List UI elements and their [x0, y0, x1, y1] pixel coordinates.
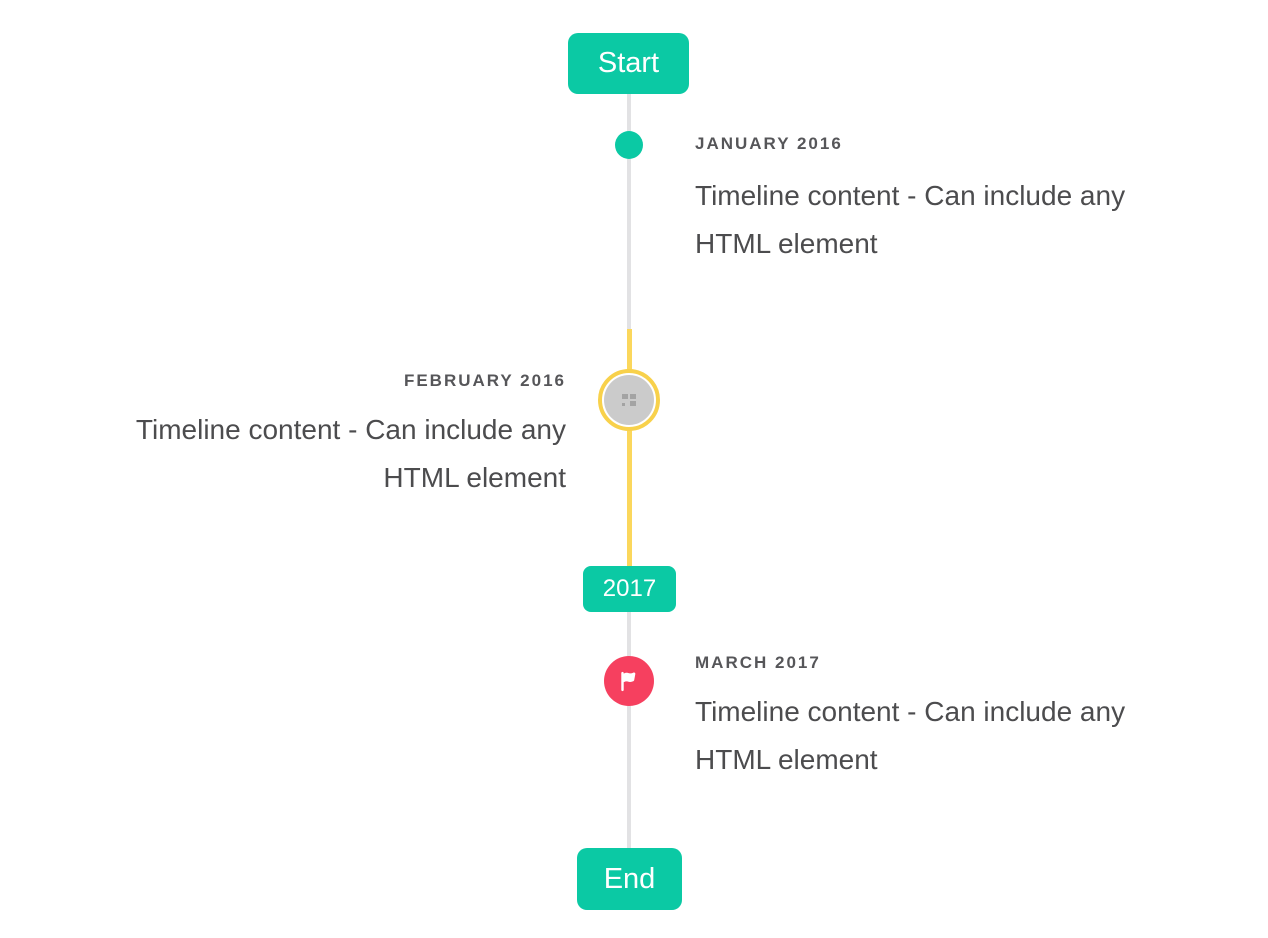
- january-content: Timeline content - Can include any HTML …: [695, 172, 1125, 268]
- start-badge: Start: [568, 33, 689, 94]
- year-2017-badge: 2017: [583, 566, 676, 612]
- february-marker-circle: [598, 369, 660, 431]
- february-content-line-2: HTML element: [383, 462, 566, 493]
- march-marker-circle: [604, 656, 654, 706]
- timeline-line-top: [627, 94, 631, 329]
- february-title: FEBRUARY 2016: [403, 371, 566, 390]
- january-title: JANUARY 2016: [695, 134, 843, 153]
- january-marker-dot: [615, 131, 643, 159]
- timeline-line-bottom: [627, 612, 631, 848]
- january-content-line-1: Timeline content - Can include any: [695, 180, 1126, 211]
- flag-icon: [621, 671, 636, 692]
- march-title: MARCH 2017: [695, 653, 821, 672]
- start-badge-label: Start: [597, 47, 660, 79]
- march-content-line-2: HTML element: [695, 744, 878, 775]
- march-content: Timeline content - Can include any HTML …: [695, 688, 1125, 784]
- broken-image-icon: [621, 393, 637, 407]
- february-content: Timeline content - Can include any HTML …: [136, 406, 566, 502]
- end-badge: End: [577, 848, 682, 910]
- end-badge-label: End: [603, 862, 656, 895]
- timeline-line-highlighted: [626, 329, 632, 567]
- february-content-line-1: Timeline content - Can include any: [135, 414, 566, 445]
- january-content-line-2: HTML element: [695, 228, 878, 259]
- february-marker-circle-fill: [604, 375, 654, 425]
- march-content-line-1: Timeline content - Can include any: [695, 696, 1126, 727]
- year-2017-badge-label: 2017: [602, 575, 657, 602]
